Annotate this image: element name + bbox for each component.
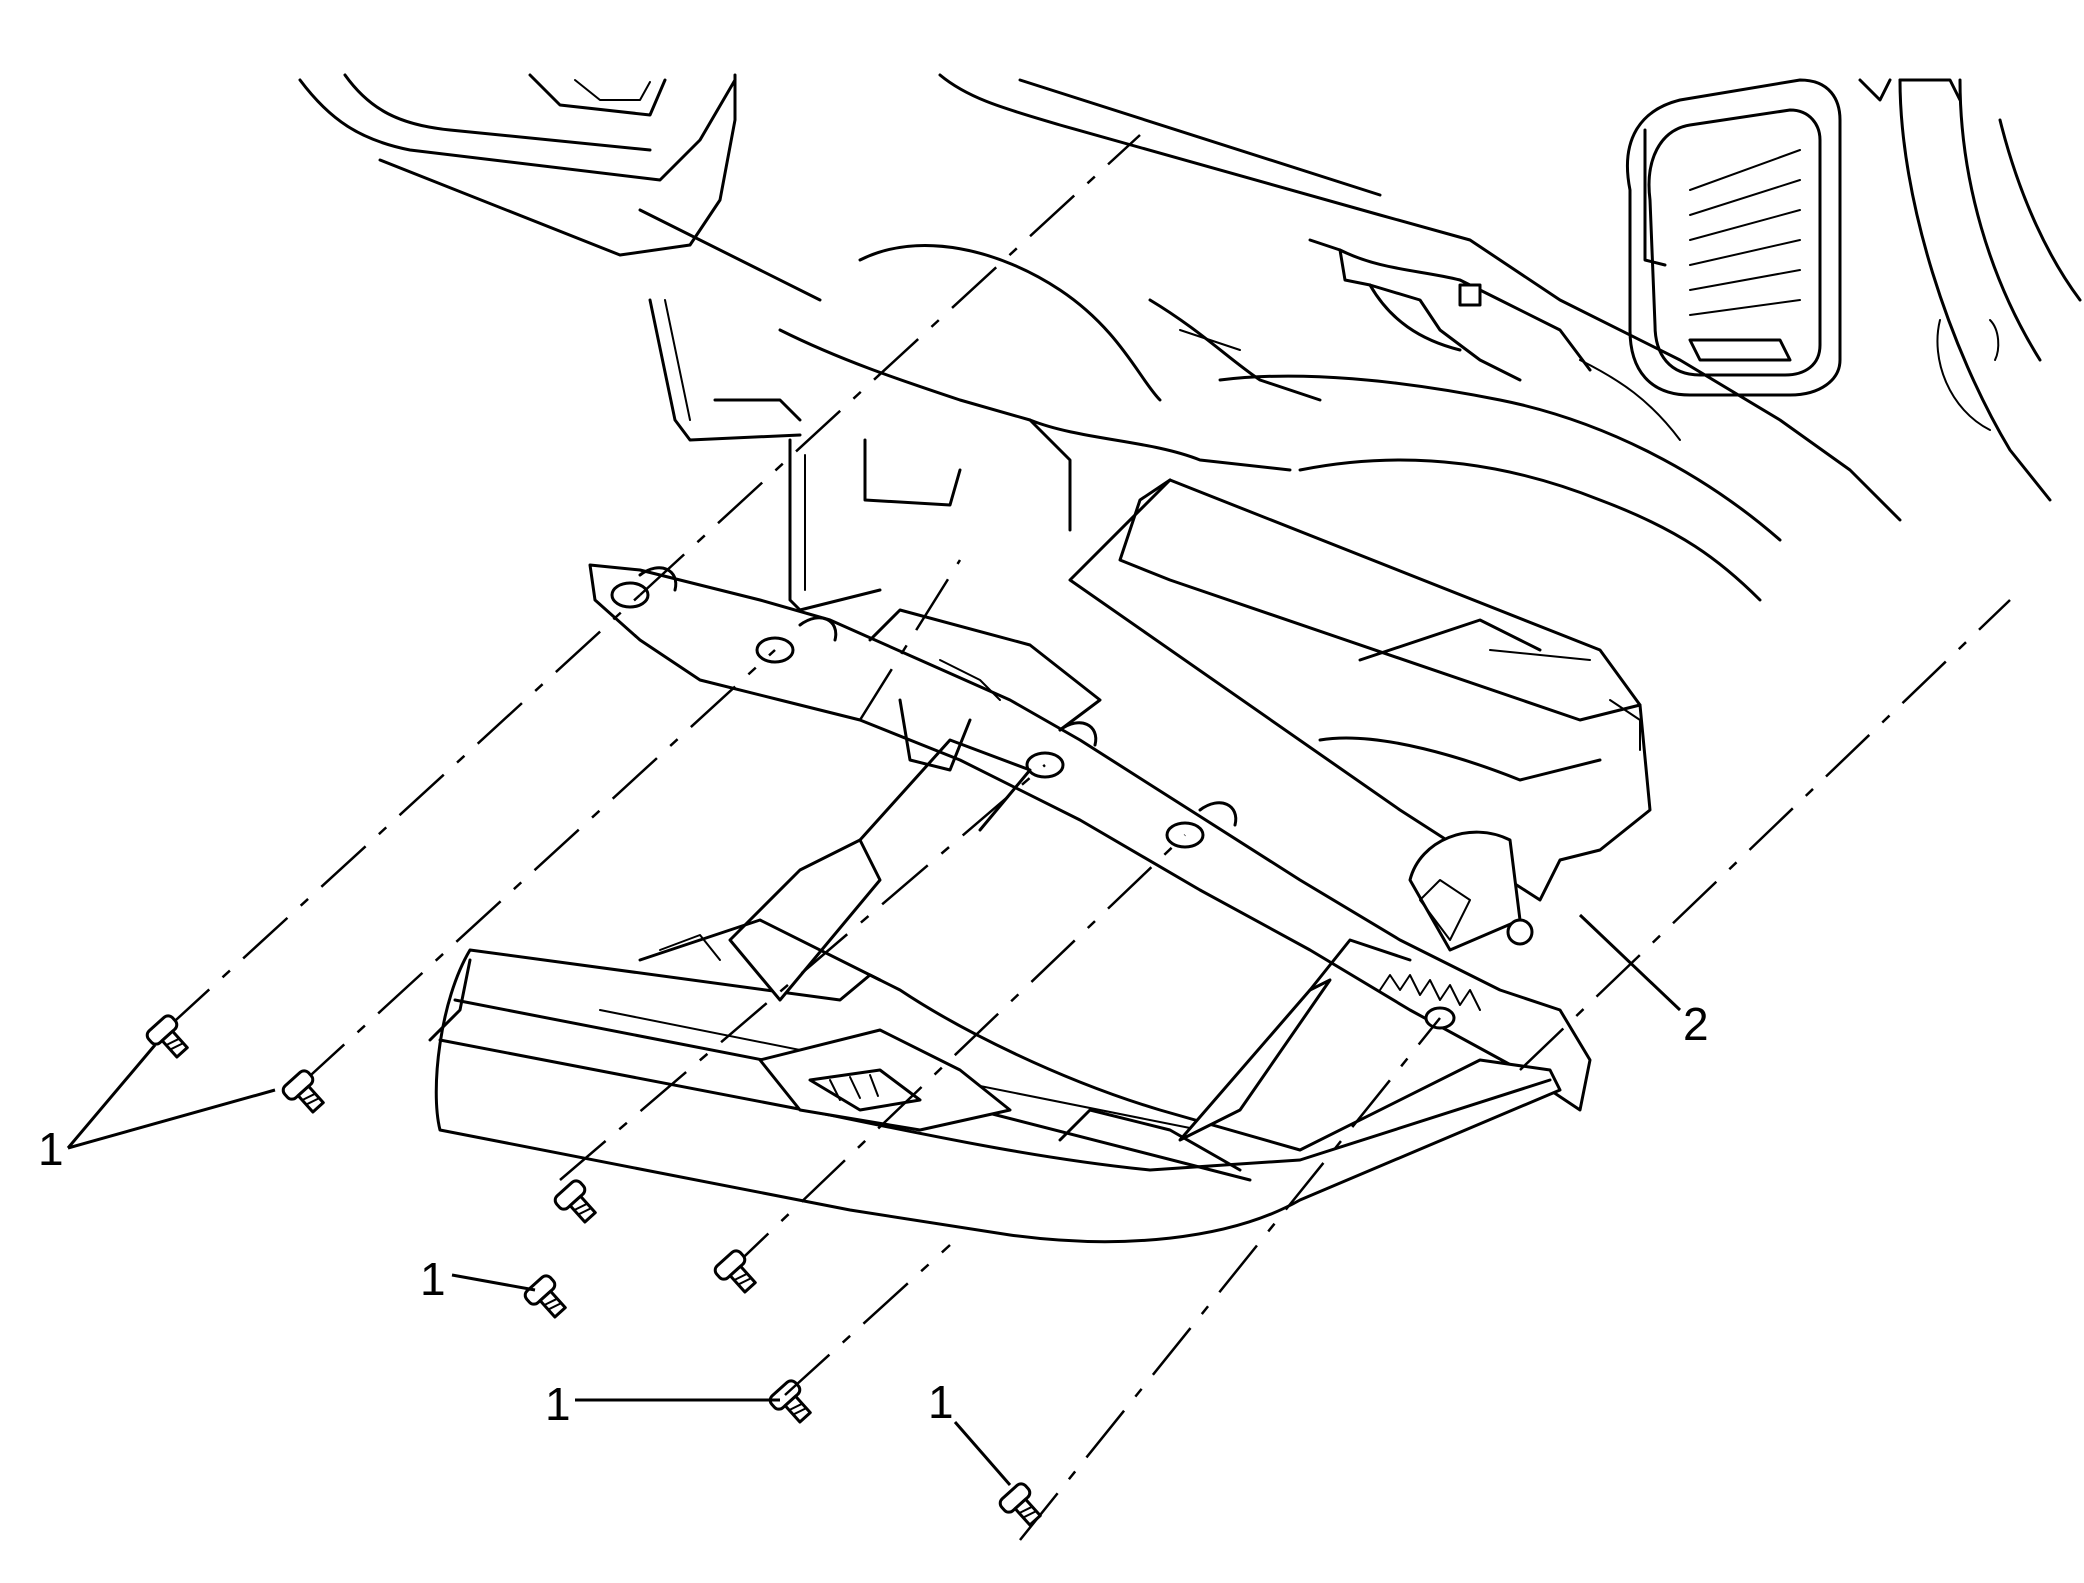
callout-fastener: 1 [38, 1123, 64, 1175]
callout-glove-box: 2 [1683, 998, 1709, 1050]
callout-fastener: 1 [420, 1253, 446, 1305]
alignment-lines [164, 134, 2011, 1541]
screw-icon [145, 1014, 189, 1059]
screw-icon [523, 1274, 567, 1319]
screw-icon [998, 1482, 1042, 1527]
callout-leaders [66, 913, 1682, 1486]
glove-box-assembly [428, 478, 1652, 1244]
screw-icon [713, 1249, 757, 1294]
instrument-panel [298, 73, 2082, 612]
callout-fastener: 1 [545, 1378, 571, 1430]
screw-icon [553, 1179, 597, 1224]
callout-fastener: 1 [928, 1376, 954, 1428]
screw-icon [281, 1069, 325, 1114]
fasteners [145, 1014, 1042, 1527]
screw-icon [768, 1379, 812, 1424]
